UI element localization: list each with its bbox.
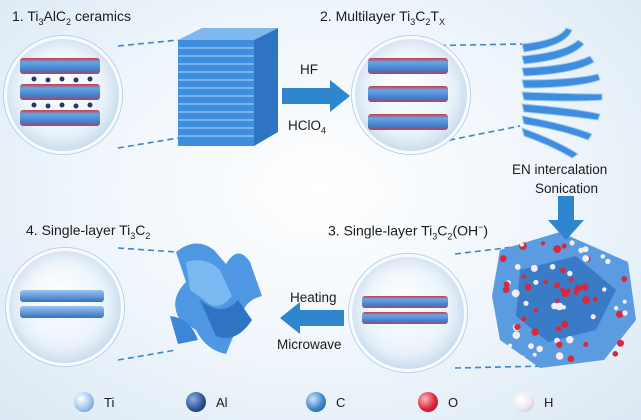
network-atom — [540, 241, 546, 246]
hclo4-label: HClO4 — [288, 118, 327, 136]
legend-al: Al — [186, 392, 228, 412]
network-atom — [554, 282, 561, 289]
network-atom — [531, 328, 539, 336]
network-atom — [528, 343, 534, 349]
network-atom — [582, 255, 590, 262]
network-atom — [560, 267, 566, 273]
network-atom — [519, 355, 526, 362]
network-atom — [622, 310, 628, 316]
network-atom — [561, 289, 570, 298]
network-atom — [605, 258, 611, 265]
h-sphere-icon — [514, 392, 534, 412]
microwave-label: Microwave — [277, 337, 342, 352]
network-atom — [582, 246, 589, 253]
network-atom — [600, 254, 606, 259]
network-atom — [502, 286, 510, 293]
sonication-label: Sonication — [535, 181, 599, 196]
heating-label: Heating — [290, 290, 337, 305]
network-atom — [592, 296, 598, 302]
network-atom — [561, 320, 569, 328]
network-atom — [530, 264, 538, 272]
network-atom — [590, 314, 596, 320]
network-atom — [512, 331, 521, 340]
network-atom — [503, 281, 510, 288]
network-atom — [614, 306, 619, 311]
network-atom — [573, 290, 579, 296]
step4-label: 4. Single-layer Ti3C2 — [26, 222, 151, 241]
network-atom — [521, 316, 527, 322]
network-atom — [581, 283, 589, 291]
network-atom — [578, 247, 584, 254]
network-atom — [507, 343, 513, 348]
network-atom — [556, 341, 563, 348]
en-intercalation-label: EN intercalation — [512, 162, 608, 177]
ti-sphere-icon — [74, 392, 94, 412]
network-atom — [621, 276, 628, 282]
al-sphere-icon — [186, 392, 206, 412]
network-atom — [553, 245, 562, 254]
network-atom — [522, 274, 527, 279]
network-atom — [511, 289, 520, 298]
network-atom — [556, 326, 562, 332]
network-atom — [622, 299, 627, 304]
legend-c: C — [306, 392, 345, 412]
step2-label: 2. Multilayer Ti3C2TX — [320, 8, 445, 27]
legend-ti: Ti — [74, 392, 114, 412]
network-atom — [569, 240, 575, 246]
network-atom — [543, 279, 548, 285]
network-atom — [574, 284, 582, 292]
hf-label: HF — [300, 62, 318, 77]
network-atom — [533, 307, 539, 313]
network-atom — [561, 243, 567, 249]
network-atom — [583, 341, 589, 347]
legend-h: H — [514, 392, 553, 412]
legend-o: O — [418, 392, 458, 412]
o-sphere-icon — [418, 392, 438, 412]
network-atom — [555, 352, 564, 360]
network-atom — [566, 336, 574, 344]
c-sphere-icon — [306, 392, 326, 412]
network-atom — [549, 264, 556, 270]
network-atom — [616, 310, 624, 318]
network-atom — [555, 298, 560, 303]
network-atom — [499, 255, 507, 262]
step3-label: 3. Single-layer Ti3C2(OH−) — [328, 222, 489, 242]
network-atom — [617, 339, 624, 347]
network-atom — [533, 279, 539, 285]
network-atom — [602, 287, 607, 292]
network-atom — [582, 296, 590, 304]
network-atom — [568, 277, 574, 282]
network-atom — [514, 264, 521, 270]
network-atom — [555, 302, 564, 311]
network-atom — [524, 283, 532, 291]
network-atom — [567, 355, 575, 363]
network-atom — [536, 345, 543, 353]
network-atom — [612, 351, 619, 357]
network-atom — [567, 270, 573, 277]
network-atom — [514, 323, 521, 331]
step1-label: 1. Ti3AlC2 ceramics — [12, 8, 131, 27]
network-atom — [519, 242, 525, 247]
network-atom — [532, 352, 537, 357]
network-atom — [523, 300, 529, 306]
